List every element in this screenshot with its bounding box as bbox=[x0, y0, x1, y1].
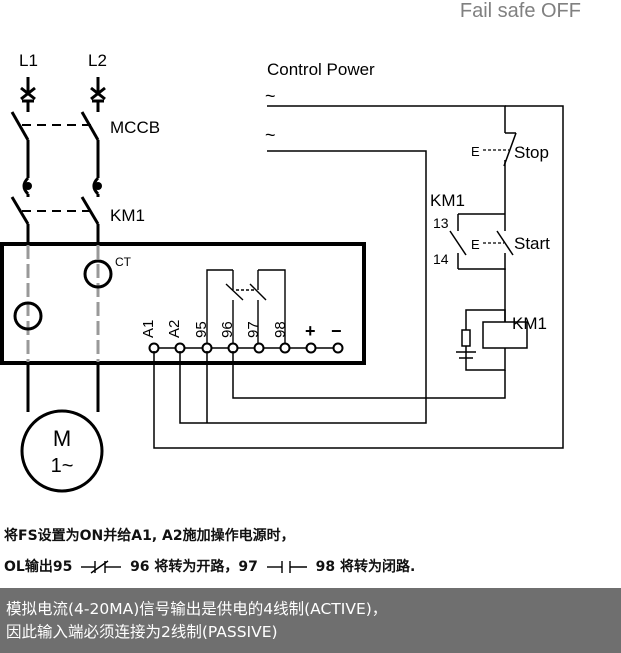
terminal-label-minus: − bbox=[331, 321, 342, 341]
relay-box bbox=[0, 242, 366, 365]
terminal-label-96: 96 bbox=[219, 321, 236, 338]
fuse-marker-l1 bbox=[20, 77, 36, 103]
label-e-start: E bbox=[471, 237, 480, 252]
label-km1-main: KM1 bbox=[110, 206, 145, 225]
label-mccb: MCCB bbox=[110, 118, 160, 137]
km1-terminal-dot-1 bbox=[24, 182, 32, 190]
motor bbox=[20, 409, 104, 493]
terminal-label-95: 95 bbox=[193, 321, 210, 338]
note-line-2-mid: 96 将转为开路，97 bbox=[130, 559, 258, 575]
label-km1-coil: KM1 bbox=[512, 314, 547, 333]
relay-output-contact bbox=[206, 269, 286, 343]
control-wiring bbox=[153, 105, 564, 449]
note-line-2-suffix: 98 将转为闭路. bbox=[315, 559, 416, 575]
mccb-switch bbox=[10, 101, 100, 178]
label-node-14: 14 bbox=[433, 251, 449, 267]
label-tilde-top: ~ bbox=[265, 86, 276, 106]
label-stop: Stop bbox=[514, 143, 549, 162]
banner-line-1: 模拟电流(4-20MA)信号输出是供电的4线制(ACTIVE)， bbox=[6, 600, 388, 618]
note-line-2: OL输出95 96 将转为开路，97 98 将转为闭路. bbox=[4, 556, 415, 576]
label-tilde-bottom: ~ bbox=[265, 125, 276, 145]
label-control-power: Control Power bbox=[267, 60, 375, 79]
label-e-stop: E bbox=[471, 144, 480, 159]
no-contact-symbol bbox=[266, 561, 307, 573]
label-l1: L1 bbox=[19, 51, 38, 70]
label-ct: CT bbox=[115, 255, 132, 269]
label-km1-aux: KM1 bbox=[430, 191, 465, 210]
label-node-13: 13 bbox=[433, 215, 449, 231]
info-banner: 模拟电流(4-20MA)信号输出是供电的4线制(ACTIVE)， 因此输入端必须… bbox=[0, 588, 621, 653]
fuse-marker-l2 bbox=[90, 77, 106, 103]
terminal-label-a1: A1 bbox=[140, 320, 157, 338]
ct-coil-right bbox=[83, 259, 113, 289]
terminal-label-a2: A2 bbox=[166, 320, 183, 338]
motor-label-m: M bbox=[53, 426, 71, 451]
motor-label-phase: 1~ bbox=[51, 455, 74, 477]
ct-coil-left bbox=[13, 301, 43, 331]
label-l2: L2 bbox=[88, 51, 107, 70]
terminal-label-plus: + bbox=[305, 321, 316, 341]
terminal-label-98: 98 bbox=[272, 321, 289, 338]
note-line-1: 将FS设置为ON并给A1, A2施加操作电源时， bbox=[4, 528, 295, 544]
note-line-2-prefix: OL输出95 bbox=[4, 559, 73, 575]
header-title: Fail safe OFF bbox=[459, 0, 581, 22]
nc-contact-symbol bbox=[81, 560, 122, 574]
motor-leads bbox=[26, 363, 100, 412]
wiring-diagram: L1 L2 MCCB bbox=[0, 51, 564, 493]
banner-line-2: 因此输入端必须连接为2线制(PASSIVE) bbox=[6, 623, 278, 641]
label-start: Start bbox=[514, 234, 550, 253]
terminal-label-97: 97 bbox=[245, 321, 262, 338]
km1-terminal-dot-2 bbox=[94, 182, 102, 190]
